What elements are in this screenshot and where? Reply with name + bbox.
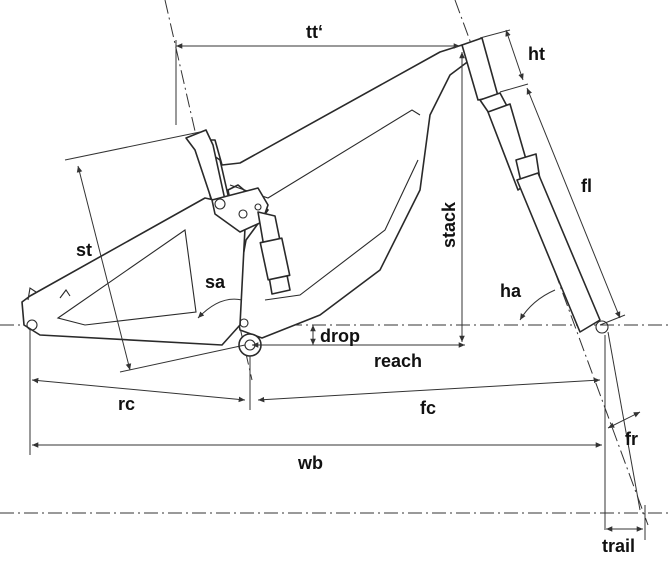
rear-triangle-inner xyxy=(56,229,197,326)
st-ext-top xyxy=(64,131,201,161)
label-stack: stack xyxy=(439,201,459,248)
label-ht: ht xyxy=(528,44,545,64)
bike-frame xyxy=(21,44,471,357)
ht-line xyxy=(505,29,524,81)
dimension-lines xyxy=(29,29,646,540)
label-wb: wb xyxy=(297,453,323,473)
ht-ext-top xyxy=(479,29,511,39)
label-fr: fr xyxy=(625,429,638,449)
rear-axle xyxy=(26,319,38,331)
label-drop: drop xyxy=(320,326,360,346)
labels: tt‘ ht fl st sa stack ha drop reach rc f… xyxy=(76,22,638,556)
front-axle xyxy=(595,320,609,334)
label-trail: trail xyxy=(602,536,635,556)
rc-line xyxy=(31,377,246,403)
main-pivot xyxy=(239,318,249,328)
ht-ext-bot xyxy=(499,83,529,93)
fl-ext-bot xyxy=(599,314,626,326)
ha-arc xyxy=(519,289,556,321)
pivot-mid xyxy=(238,209,248,219)
fc-line xyxy=(257,377,601,403)
label-ha: ha xyxy=(500,281,522,301)
pivot-upper xyxy=(214,198,226,210)
fr-ext xyxy=(607,331,641,511)
label-fc: fc xyxy=(420,398,436,418)
label-fl: fl xyxy=(581,176,592,196)
fl-line xyxy=(526,87,621,319)
pivot-shock xyxy=(254,203,262,211)
st-line xyxy=(76,165,132,371)
label-tt: tt‘ xyxy=(306,22,323,42)
down-tube-inner xyxy=(264,159,419,301)
shock-body xyxy=(259,237,291,281)
steering-axis xyxy=(454,0,649,526)
fr-line xyxy=(607,411,641,429)
label-st: st xyxy=(76,240,92,260)
sa-arc xyxy=(197,298,243,319)
st-ext-bot xyxy=(119,344,246,373)
label-reach: reach xyxy=(374,351,422,371)
label-sa: sa xyxy=(205,272,226,292)
label-rc: rc xyxy=(118,394,135,414)
front-triangle xyxy=(189,44,471,339)
dropout-tabs xyxy=(27,287,71,301)
head-tube xyxy=(461,37,499,101)
